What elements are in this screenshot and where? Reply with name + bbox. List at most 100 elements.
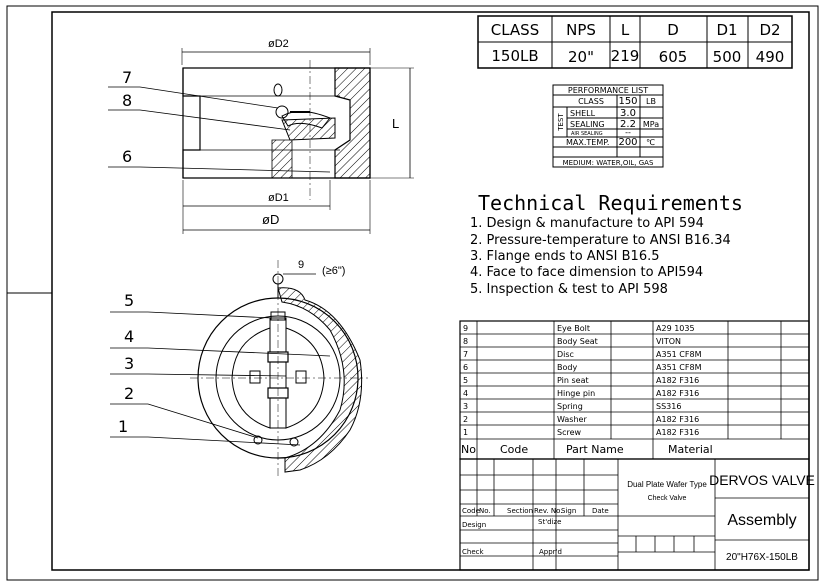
parts-name-3: Spring xyxy=(557,402,583,411)
tb-model: 20"H76X-150LB xyxy=(726,552,798,563)
requirement-3: 3. Flange ends to ANSI B16.5 xyxy=(470,249,660,264)
balloon-3: 3 xyxy=(124,354,134,373)
parts-mat-1: A182 F316 xyxy=(656,428,699,437)
parts-no-4: 4 xyxy=(463,389,468,398)
parts-mat-9: A29 1035 xyxy=(656,324,695,333)
requirement-4: 4. Face to face dimension to API594 xyxy=(470,265,703,280)
balloon-8: 8 xyxy=(122,91,132,110)
tb-title-line1: Dual Plate Wafer Type xyxy=(627,480,707,489)
side-section-view: øD2 L øD1 øD xyxy=(108,38,414,234)
perf-unit-sealing: MPa xyxy=(643,120,659,129)
parts-mat-8: VITON xyxy=(656,337,681,346)
spec-value-class: 150LB xyxy=(491,47,538,65)
inner-border xyxy=(51,11,810,571)
spec-header-nps: NPS xyxy=(566,21,596,39)
spec-header-d: D xyxy=(667,21,679,39)
parts-name-7: Disc xyxy=(557,350,574,359)
dim-l-label: L xyxy=(392,116,399,131)
balloon-9: 9 xyxy=(298,259,304,271)
tb-sign: Sign xyxy=(561,507,576,515)
parts-no-1: 1 xyxy=(463,428,468,437)
parts-name-2: Washer xyxy=(557,415,587,424)
tb-no: No. xyxy=(479,507,491,515)
perf-unit-temp: ℃ xyxy=(646,138,655,147)
requirements-title: Technical Requirements xyxy=(478,191,743,215)
parts-no-3: 3 xyxy=(463,402,468,411)
spec-header-d1: D1 xyxy=(716,21,737,39)
parts-no-7: 7 xyxy=(463,350,468,359)
balloon-1: 1 xyxy=(118,417,128,436)
parts-no-5: 5 xyxy=(463,376,468,385)
tb-date: Date xyxy=(592,507,609,515)
requirement-2: 2. Pressure-temperature to ANSI B16.34 xyxy=(470,233,731,248)
spec-value-d1: 500 xyxy=(713,48,742,66)
perf-test-label: TEST xyxy=(557,113,565,132)
perf-label-air: AIR SEALING xyxy=(571,131,603,137)
spec-value-d: 605 xyxy=(659,48,688,66)
tb-check: Check xyxy=(462,548,484,556)
tb-design: Design xyxy=(462,521,486,529)
spec-value-nps: 20" xyxy=(568,48,594,66)
parts-name-5: Pin seat xyxy=(557,376,589,385)
spec-value-l: 219 xyxy=(611,47,640,65)
parts-mat-6: A351 CF8M xyxy=(656,363,702,372)
perf-label-shell: SHELL xyxy=(570,109,596,118)
balloon-5: 5 xyxy=(124,291,134,310)
performance-title: PERFORMANCE LIST xyxy=(568,86,648,95)
perf-label-temp: MAX.TEMP. xyxy=(566,138,609,147)
parts-header-material: Material xyxy=(668,443,713,456)
perf-value-class: 150 xyxy=(618,96,637,107)
parts-no-2: 2 xyxy=(463,415,468,424)
balloon-2: 2 xyxy=(124,384,134,403)
dim-d1-label: øD1 xyxy=(268,192,289,204)
spec-header-d2: D2 xyxy=(759,21,780,39)
parts-name-8: Body Seat xyxy=(557,337,598,346)
parts-mat-2: A182 F316 xyxy=(656,415,699,424)
parts-header-no: No xyxy=(461,443,476,456)
spec-value-d2: 490 xyxy=(756,48,785,66)
perf-label-sealing: SEALING xyxy=(570,120,605,129)
perf-value-temp: 200 xyxy=(618,137,637,148)
parts-mat-7: A351 CF8M xyxy=(656,350,702,359)
parts-list: 9 Eye Bolt A29 1035 8 Body Seat VITON 7 … xyxy=(459,320,810,460)
tb-section: Section xyxy=(507,507,533,515)
tb-drawing: Assembly xyxy=(727,512,796,529)
perf-value-shell: 3.0 xyxy=(620,108,636,119)
parts-name-4: Hinge pin xyxy=(557,389,595,398)
parts-no-9: 9 xyxy=(463,324,468,333)
tb-stdize: St'dize xyxy=(538,518,561,526)
balloon-4: 4 xyxy=(124,327,134,346)
dim-d-label: øD xyxy=(262,212,279,227)
performance-list: PERFORMANCE LIST CLASS 150 LB SHELL 3.0 … xyxy=(552,84,664,168)
clearance-label: (≥6") xyxy=(322,265,345,277)
tb-code: Code xyxy=(462,507,480,515)
technical-requirements: Technical Requirements 1. Design & manuf… xyxy=(470,191,743,297)
perf-value-sealing: 2.2 xyxy=(620,119,636,130)
spec-header-l: L xyxy=(621,21,630,39)
requirement-1: 1. Design & manufacture to API 594 xyxy=(470,216,704,231)
perf-label-class: CLASS xyxy=(578,97,604,106)
parts-mat-3: SS316 xyxy=(656,402,681,411)
tb-rev-no: Rev. No. xyxy=(534,507,563,515)
parts-no-6: 6 xyxy=(463,363,468,372)
parts-mat-4: A182 F316 xyxy=(656,389,699,398)
dim-d2-label: øD2 xyxy=(268,38,289,50)
parts-mat-5: A182 F316 xyxy=(656,376,699,385)
parts-header-name: Part Name xyxy=(566,443,624,456)
parts-name-6: Body xyxy=(557,363,577,372)
requirement-5: 5. Inspection & test to API 598 xyxy=(470,282,668,297)
parts-no-8: 8 xyxy=(463,337,468,346)
parts-name-9: Eye Bolt xyxy=(557,324,590,333)
spec-header-class: CLASS xyxy=(491,21,539,39)
title-block: Code No. Section Rev. No. Sign Date Desi… xyxy=(459,458,815,571)
perf-value-air: -- xyxy=(625,128,631,137)
balloon-6: 6 xyxy=(122,147,132,166)
tb-company: DERVOS VALVE xyxy=(709,472,815,488)
tb-apprd: Appr'd xyxy=(539,548,562,556)
spec-table: CLASS NPS L D D1 D2 150LB 20" 219 605 50… xyxy=(477,15,793,69)
perf-unit-class: LB xyxy=(646,97,656,106)
parts-name-1: Screw xyxy=(557,428,582,437)
tb-title-line2: Check Valve xyxy=(648,495,687,502)
balloon-7: 7 xyxy=(122,68,132,87)
